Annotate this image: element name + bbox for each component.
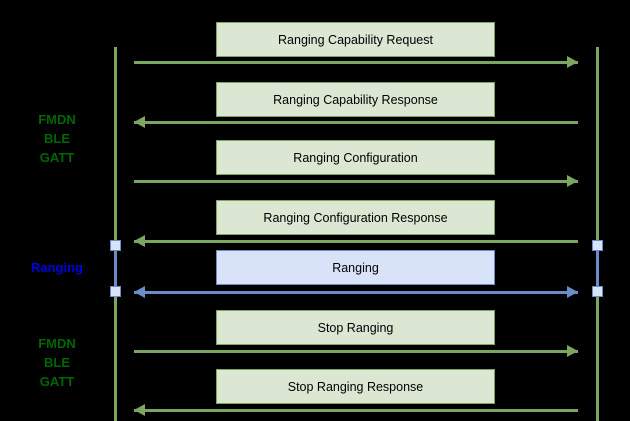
message-arrow-ranging-bidirectional: [134, 291, 578, 294]
message-box-ranging-configuration-response: Ranging Configuration Response: [216, 200, 495, 235]
phase-label-ranging: Ranging: [31, 260, 83, 275]
arrow-head-left-icon: [134, 116, 145, 128]
arrow-head-right-icon: [567, 175, 578, 187]
activation-box-left-start: [110, 240, 121, 251]
lifeline-right: [596, 47, 599, 421]
message-arrow-ranging-configuration: [134, 180, 578, 183]
message-arrow-stop-ranging: [134, 350, 578, 353]
activation-box-right-start: [592, 240, 603, 251]
activation-bar-right: [596, 246, 599, 292]
lifeline-left: [114, 47, 117, 421]
message-box-stop-ranging-response: Stop Ranging Response: [216, 369, 495, 404]
message-arrow-ranging-capability-response: [134, 121, 578, 124]
arrow-head-left-icon: [134, 286, 145, 298]
arrow-head-left-icon: [134, 404, 145, 416]
message-box-ranging: Ranging: [216, 250, 495, 285]
message-box-ranging-capability-response: Ranging Capability Response: [216, 82, 495, 117]
activation-bar-left: [114, 246, 117, 292]
arrow-head-right-icon: [567, 345, 578, 357]
arrow-head-left-icon: [134, 235, 145, 247]
message-box-ranging-configuration: Ranging Configuration: [216, 140, 495, 175]
message-arrow-stop-ranging-response: [134, 409, 578, 412]
phase-label-fmdn-ble-gatt-bottom: FMDN BLE GATT: [38, 336, 76, 389]
message-arrow-ranging-configuration-response: [134, 240, 578, 243]
message-box-stop-ranging: Stop Ranging: [216, 310, 495, 345]
arrow-head-right-icon: [567, 56, 578, 68]
activation-box-right-end: [592, 286, 603, 297]
arrow-head-right-icon: [567, 286, 578, 298]
message-arrow-ranging-capability-request: [134, 61, 578, 64]
phase-label-fmdn-ble-gatt-top: FMDN BLE GATT: [38, 112, 76, 165]
message-box-ranging-capability-request: Ranging Capability Request: [216, 22, 495, 57]
activation-box-left-end: [110, 286, 121, 297]
